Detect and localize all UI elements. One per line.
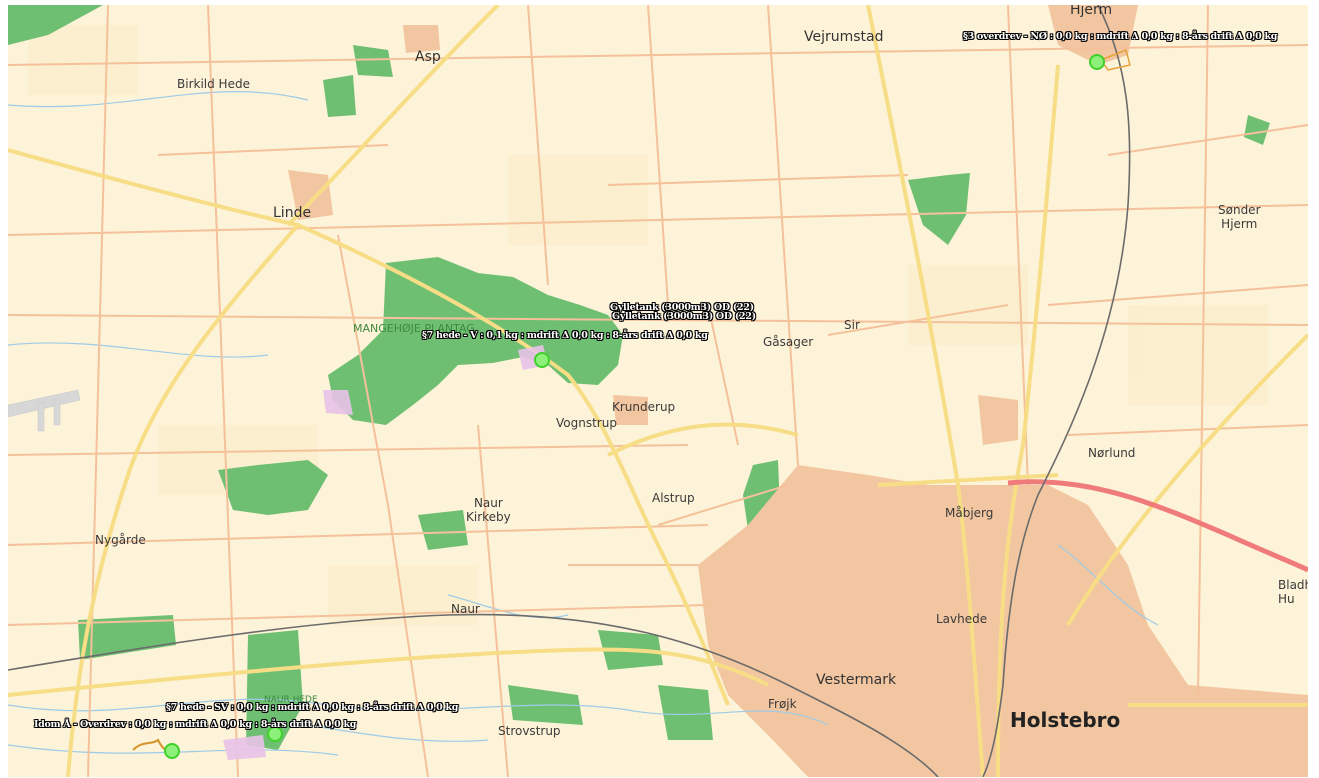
urban-krunderup [613,395,648,425]
forest-asp [323,75,356,117]
place-nygarde: Nygårde [95,533,146,547]
road-hjerm-south [996,64,1060,777]
map-marker-hede-sv[interactable] [267,726,283,742]
place-naur: Naur [451,602,480,616]
place-bladh: Bladh Hu [1278,578,1308,606]
map-base-layer [8,5,1308,777]
forest-asp-2 [353,45,393,77]
forest-naur-kirkeby [418,510,468,550]
place-mabjerg: Måbjerg [945,506,994,520]
place-asp: Asp [415,49,441,65]
place-vognstrup: Vognstrup [556,416,617,430]
place-lavhede: Lavhede [936,612,988,626]
road-linde-south [66,223,300,777]
forest-naurhede [246,630,303,750]
overlay-label-idom-overdrev[interactable]: Idom Å - Overdrev : 0,0 kg : mdrift Δ 0,… [34,719,357,730]
place-mangehoje-plantage: MANGEHØJE PLANTAG [353,322,475,335]
road-mabjerg [877,473,1059,487]
place-linde: Linde [273,205,312,221]
urban-asp [403,25,440,53]
forest-tl [8,5,103,45]
place-alstrup: Alstrup [652,491,695,505]
minor-roads [8,5,1308,777]
railways [8,5,1131,777]
place-naur-kirkeby: Naur Kirkeby [466,496,511,524]
road-linde-krunderup [297,223,730,706]
place-frojk: Frøjk [768,697,797,711]
road-krunderup-east [607,422,799,457]
place-gasager: Gåsager [763,335,814,349]
place-vestermark: Vestermark [816,672,897,688]
place-vejrumstad: Vejrumstad [804,29,884,45]
place-sonder-hjerm: Sønder Hjerm [1218,203,1261,231]
area-outline-hjerm [1099,48,1131,71]
overlay-label-hjerm-overdrev[interactable]: §3 overdrev - NØ : 0,0 kg : mdrift Δ 0,0… [963,31,1278,42]
road-west-linde [8,148,299,227]
motorway [1007,479,1308,573]
forest-west-1 [218,460,328,515]
place-strovstrup: Strovstrup [498,724,561,738]
place-krunderup: Krunderup [612,400,676,414]
waterways [8,91,1159,756]
forest-ne [1244,115,1270,145]
place-sir: Sir [844,318,860,332]
overlay-label-gylletank-duplicate[interactable]: Gylletank (3000m3) OD (22) [612,311,756,322]
forest-mangehoje [328,257,623,425]
forest-south-2 [658,685,713,740]
map-canvas[interactable]: Asp Vejrumstad Hjerm Birkild Hede Linde … [8,5,1308,777]
urban-mabjerg [978,395,1018,445]
road-south-ew [8,647,769,697]
overlay-label-hede-sv[interactable]: §7 hede - SV : 0,0 kg : mdrift Δ 0,0 kg … [166,702,459,713]
overlay-label-gylletank[interactable]: Gylletank (3000m3) OD (22) [610,302,754,313]
major-roads [8,5,1308,777]
map-marker-idom-overdrev[interactable] [164,743,180,759]
place-norlund: Nørlund [1088,446,1136,460]
map-marker-hjerm-overdrev[interactable] [1089,54,1105,70]
overlay-label-hede-v[interactable]: §7 hede - V : 0,1 kg : mdrift Δ 0,0 kg :… [422,330,708,341]
road-linde-asp [286,5,500,227]
railway-ew [8,613,939,777]
place-hjerm: Hjerm [1070,5,1113,18]
road-vejrum-holstebro [866,5,985,777]
urban-linde [288,170,333,220]
railway-ns [982,5,1131,777]
place-naur-hede: NAUR HEDE [264,695,318,705]
forest-vejrum [908,173,970,245]
place-birkild-hede: Birkild Hede [177,77,250,91]
map-marker-hede-v[interactable] [534,352,550,368]
forest-west-2 [78,615,176,660]
airfield [8,389,81,432]
road-nee [1066,333,1308,627]
place-holstebro: Holstebro [1010,708,1121,732]
